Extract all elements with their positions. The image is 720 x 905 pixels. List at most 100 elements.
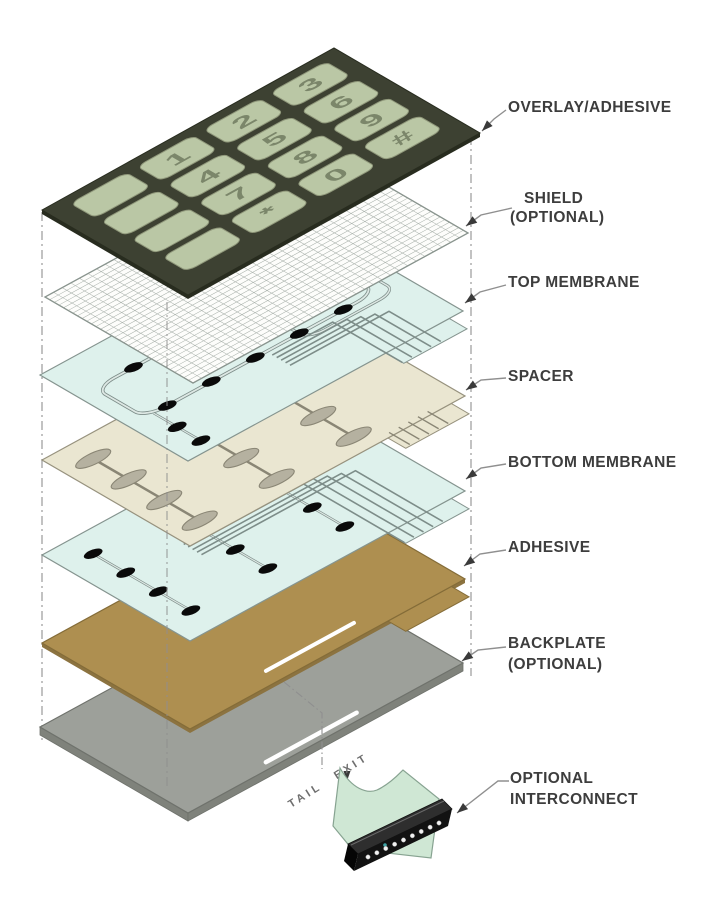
overlay-side-face [188, 133, 480, 299]
trace [277, 319, 412, 395]
contact-pad [148, 586, 168, 597]
tab-trace [418, 417, 439, 429]
spacer-cutout [177, 508, 222, 533]
callout-adhesive: ADHESIVE [463, 539, 590, 567]
trace [201, 471, 442, 606]
spacer-cutout [254, 466, 299, 491]
contact-pad [191, 435, 211, 446]
overlay-side-face [42, 210, 188, 299]
key-label: 7 [220, 183, 257, 204]
backplate-tail-slot [266, 713, 357, 763]
leader-arrow [466, 380, 478, 390]
connector-end-cap [344, 844, 358, 871]
mesh-line [188, 230, 463, 380]
trace [272, 322, 402, 395]
callout-label: SPACER [508, 368, 574, 385]
key-label: 3 [292, 74, 329, 95]
key [265, 134, 345, 179]
key-label: # [384, 127, 422, 148]
key [101, 190, 181, 235]
contact-pad [302, 502, 322, 513]
trace [193, 476, 424, 605]
connector-pin [374, 850, 380, 856]
mesh-line [179, 225, 454, 375]
contact-pad [335, 521, 355, 532]
mesh-line [124, 193, 399, 343]
key-label: 0 [317, 164, 354, 185]
leader-arrow [482, 120, 493, 131]
callout-label: OPTIONAL [510, 770, 593, 787]
tail-exit-arrow [343, 771, 351, 781]
callout-spacer: SPACER [465, 368, 574, 391]
key [229, 189, 309, 234]
connector-pin [365, 854, 371, 860]
contact-pad [245, 352, 265, 363]
contact-pad [289, 328, 309, 339]
key [332, 97, 412, 142]
callout-backplate: BACKPLATE (OPTIONAL) [461, 635, 606, 673]
callout-bottom-membrane: BOTTOM MEMBRANE [465, 454, 676, 480]
key-label: 4 [189, 166, 227, 187]
key-label: 5 [256, 129, 294, 150]
trace [197, 473, 433, 605]
contact-pad [258, 563, 278, 574]
callout-label: TOP MEMBRANE [508, 274, 640, 291]
contact-pad [83, 548, 103, 559]
leader-arrow [466, 469, 478, 479]
spacer-cutout [296, 404, 341, 429]
mesh-line [156, 212, 431, 362]
connector-pin [392, 841, 398, 847]
key [70, 173, 150, 218]
connector-pins [365, 820, 442, 860]
mesh-line [142, 203, 417, 353]
key [168, 153, 248, 198]
callout-interconnect: OPTIONAL INTERCONNECT [456, 770, 638, 814]
key [162, 226, 242, 271]
mesh-line [184, 228, 459, 378]
mesh-line [161, 214, 436, 364]
mesh-line [147, 206, 422, 356]
trace [286, 314, 432, 395]
contact-pad [201, 376, 221, 387]
trace [290, 311, 441, 395]
cutout-stem [93, 459, 200, 521]
layer-adhesive [42, 493, 483, 733]
key-label: 1 [159, 148, 197, 169]
spacer-cutout [106, 467, 151, 492]
spacer-cutout [219, 446, 264, 471]
callout-label: (OPTIONAL) [508, 656, 602, 673]
contact-pad [167, 421, 187, 433]
callout-shield: SHIELD (OPTIONAL) [465, 190, 604, 227]
key [234, 117, 314, 162]
contact-pad [124, 362, 143, 373]
callout-label: OVERLAY/ADHESIVE [508, 99, 671, 116]
tab-trace [428, 411, 449, 423]
tab-trace [408, 422, 429, 434]
callout-label: INTERCONNECT [510, 791, 638, 808]
tail-exit-centerline [283, 681, 323, 769]
leader-arrow [464, 556, 476, 566]
contact-pad [225, 544, 245, 555]
adhesive-side-face [42, 643, 190, 733]
leader-arrow [466, 216, 478, 226]
callout-label: BOTTOM MEMBRANE [508, 454, 676, 471]
connector-pin [383, 846, 389, 851]
mesh-line [170, 220, 445, 370]
connector-highlight [350, 800, 445, 846]
contact-pad [116, 567, 136, 578]
contact-pad [333, 304, 353, 315]
mesh-line [128, 195, 403, 345]
callout-label: (OPTIONAL) [510, 209, 604, 226]
leader-arrow [462, 651, 474, 661]
key-label: 2 [225, 111, 262, 132]
callouts: OVERLAY/ADHESIVE SHIELD (OPTIONAL) TOP M… [456, 99, 676, 814]
key [137, 136, 217, 181]
mesh-line [133, 198, 408, 348]
mesh-line [138, 201, 413, 351]
trace [93, 554, 191, 611]
callout-label: ADHESIVE [508, 539, 590, 556]
layer-bottom-membrane [42, 405, 483, 651]
